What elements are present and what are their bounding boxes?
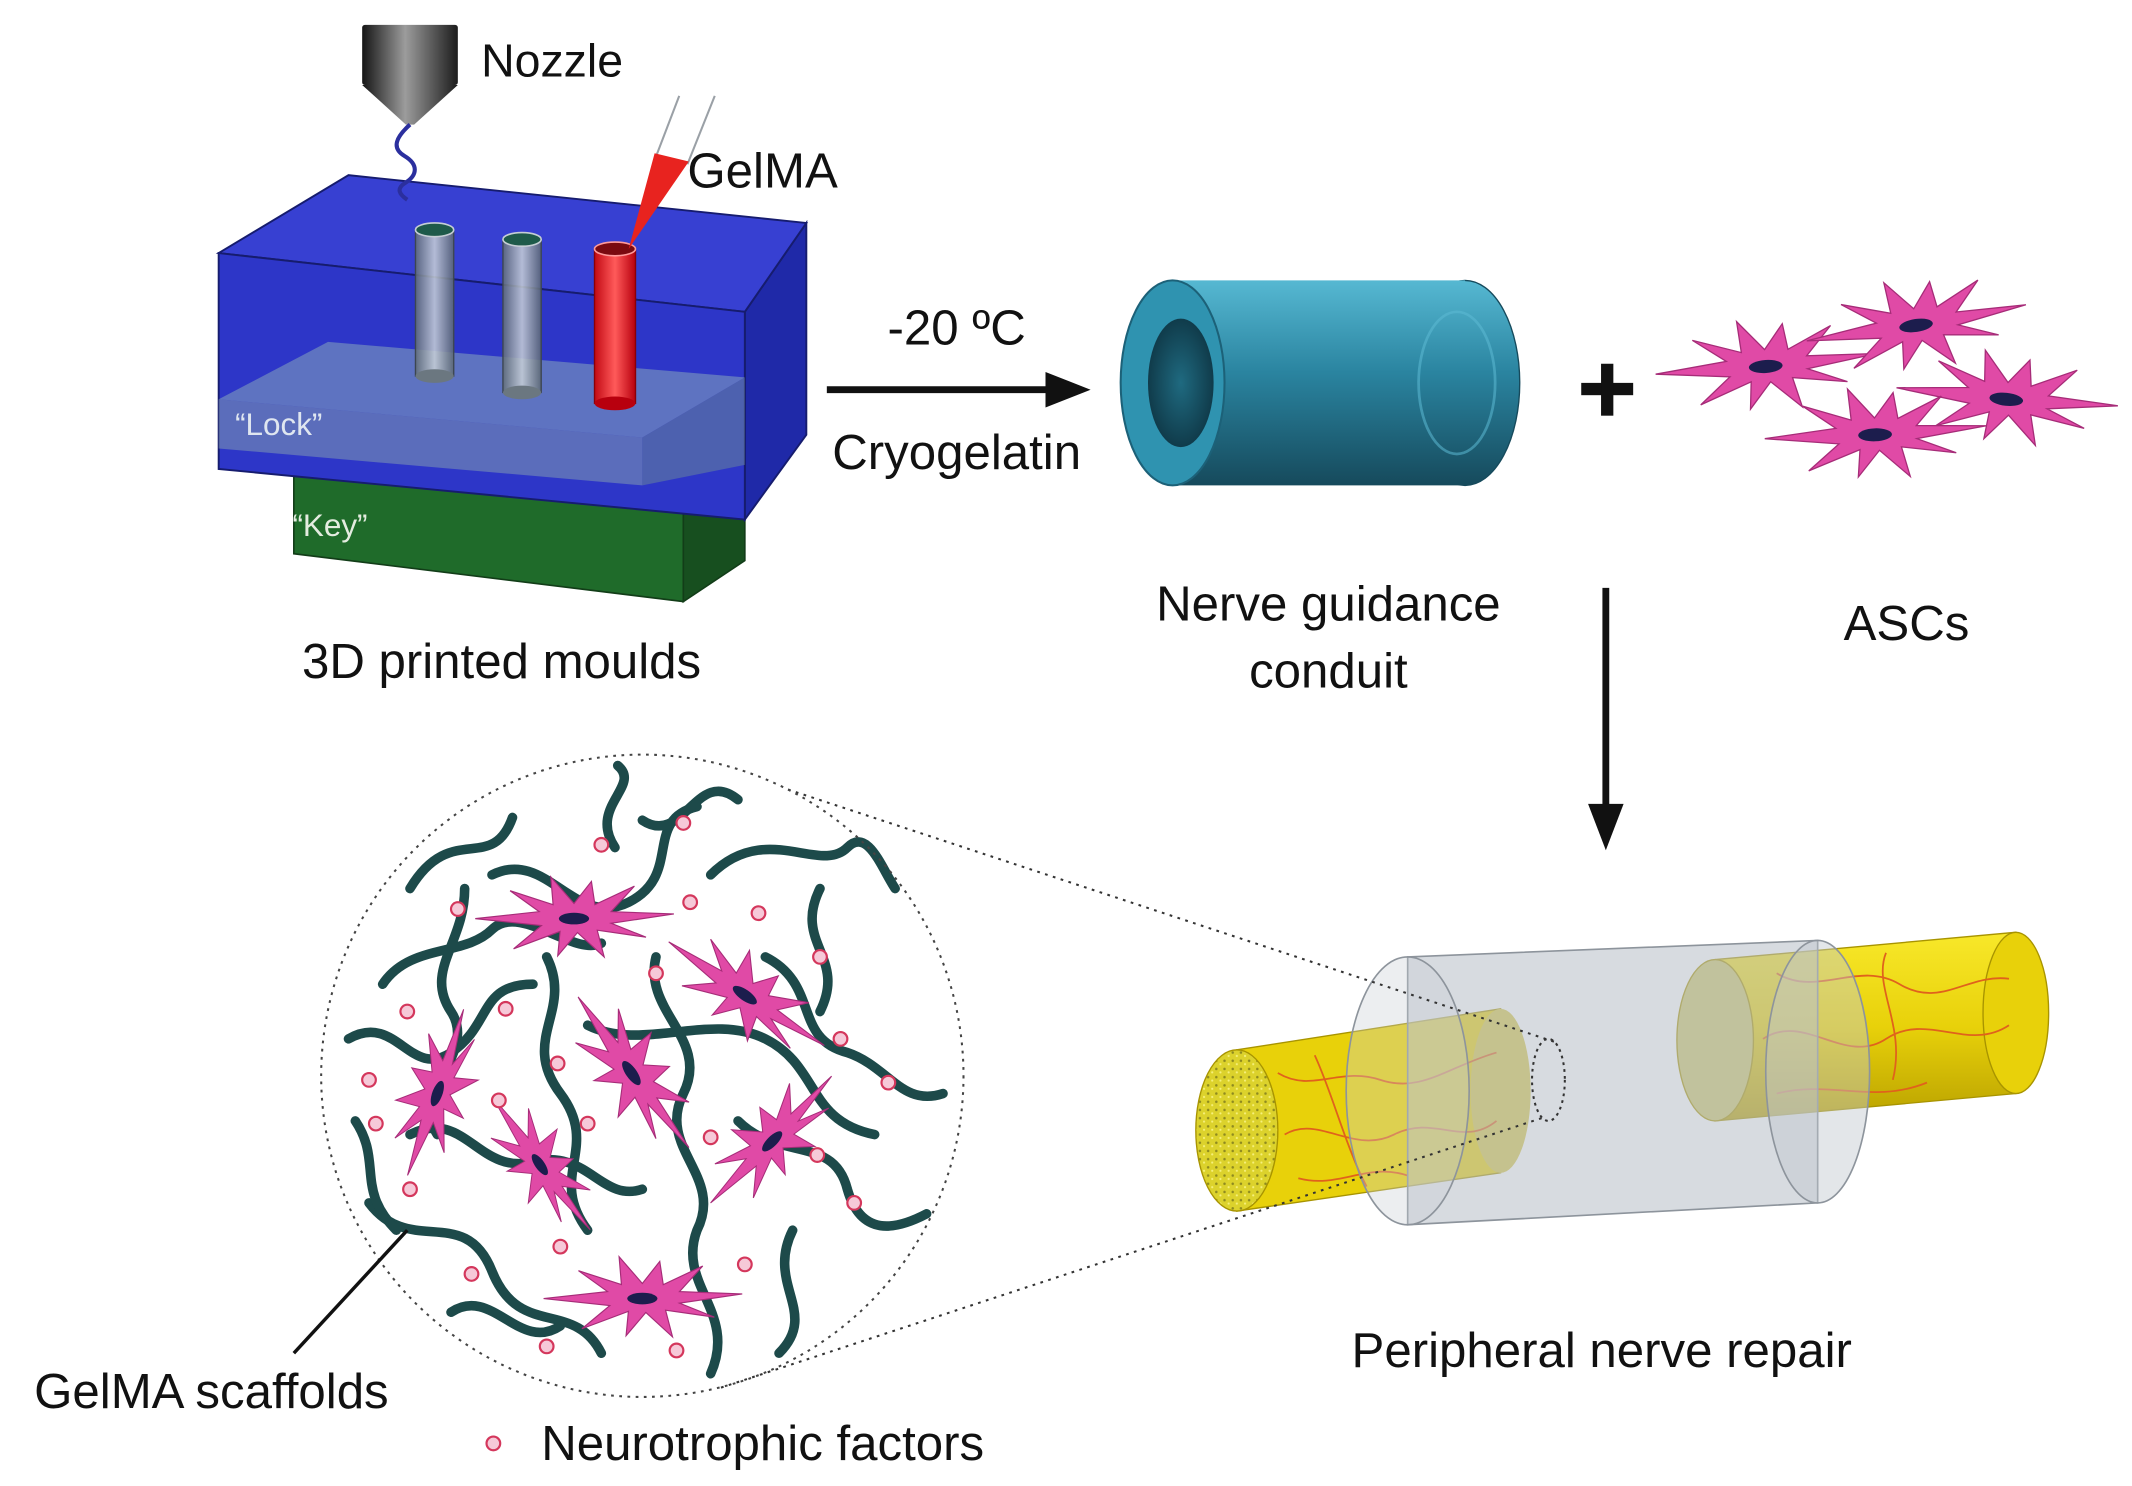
neurotrophic-factor-dot	[832, 1030, 849, 1047]
neurotrophic-factor-dot	[736, 1256, 753, 1273]
scaffold-fibers	[343, 760, 948, 1379]
neurotrophic-factor-dot	[682, 894, 699, 911]
neurotrophic-factor-dot	[812, 948, 828, 965]
conduit-inner-rim	[1417, 310, 1497, 456]
neurotrophic-factor-dot	[846, 1194, 863, 1211]
zoom-lines	[717, 787, 1555, 1390]
gelma-filled-tube	[593, 241, 637, 411]
scaffold-fiber	[446, 1301, 566, 1338]
neurotrophic-factor-dot	[675, 815, 692, 831]
neurotrophic-factor-dot	[750, 905, 767, 922]
down-arrow	[1588, 587, 1624, 851]
scaffold-fiber	[405, 812, 518, 894]
conduit-lumen	[1148, 318, 1214, 448]
nerve-guidance-conduit	[1119, 279, 1521, 487]
lock-slab-front	[218, 399, 643, 486]
3d-printed-mould: “Lock” “Key”	[215, 174, 809, 604]
neurotrophic-factor-dot	[648, 965, 664, 982]
zoom-region-marker	[1531, 1037, 1566, 1122]
scaffold-fiber	[582, 1020, 880, 1140]
magnified-scaffold	[320, 753, 965, 1398]
neurotrophic-factor-dot	[367, 1115, 384, 1132]
scaffold-fiber	[364, 1198, 607, 1358]
neurotrophic-label: Neurotrophic factors	[541, 1416, 984, 1471]
lock-label: “Lock”	[235, 407, 322, 442]
ascs-cells	[1651, 263, 2123, 483]
pipette	[628, 95, 716, 249]
neurotrophic-factor-dot	[538, 1338, 555, 1355]
neurotrophic-factor-dot	[702, 1129, 719, 1146]
mould-tube	[502, 231, 543, 400]
neurotrophic-factor-dot	[579, 1115, 596, 1132]
scaffold-fiber	[760, 952, 948, 1101]
lock-slab	[218, 341, 745, 486]
scaffolds-label: GelMA scaffolds	[34, 1364, 389, 1419]
ascs-label: ASCs	[1844, 596, 1970, 651]
neurotrophic-factor-dot	[593, 836, 610, 853]
implanted-conduit	[1345, 939, 1871, 1226]
nerve-cross-section	[1195, 1049, 1279, 1212]
gelma-label: GelMA	[687, 143, 838, 198]
asc-cell	[1651, 311, 1881, 418]
scaffold-pointer-line	[292, 1229, 409, 1355]
repair-label: Peripheral nerve repair	[1352, 1323, 1852, 1378]
neurotrophic-factor-dot	[497, 1000, 514, 1017]
scaffold-fiber	[350, 1116, 402, 1235]
scaffold-fiber	[487, 801, 702, 913]
pipette-tip	[628, 153, 689, 249]
neurotrophic-factor-dot	[463, 1266, 480, 1282]
conduit-label-line2: conduit	[1249, 644, 1408, 699]
conduit-label-line1: Nerve guidance	[1156, 577, 1501, 632]
neurotrophic-factors	[361, 815, 897, 1359]
scaffold-fiber	[637, 786, 743, 831]
key-label: “Key”	[292, 508, 367, 543]
plus-icon	[1581, 363, 1634, 416]
scaffold-fiber	[705, 837, 900, 894]
extruded-filament	[394, 123, 417, 202]
neurotrophic-factor-dot	[809, 1147, 826, 1163]
neurotrophic-factor-dot	[449, 901, 466, 917]
lock-slab-top	[218, 341, 745, 438]
temperature-label: -20 ºC	[888, 301, 1026, 356]
nozzle	[362, 24, 458, 202]
scaffold-fiber	[774, 1225, 800, 1358]
nozzle-body	[362, 24, 458, 85]
right-arrow	[826, 371, 1091, 408]
neurotrophic-factor-dot	[668, 1342, 685, 1359]
neurotrophic-factor-dot	[490, 1092, 507, 1109]
neurotrophic-factor-dot	[361, 1071, 377, 1088]
cryogelatin-label: Cryogelatin	[832, 425, 1081, 480]
asc-cell	[1799, 263, 2034, 384]
magnification-circle	[320, 753, 965, 1398]
cell	[466, 1077, 616, 1251]
neurotrophic-factor-dot	[402, 1181, 418, 1198]
neurotrophic-factor-dot	[399, 1003, 416, 1020]
neurotrophic-factor-dot	[549, 1055, 566, 1072]
neurotrophic-legend-dot	[485, 1435, 502, 1452]
moulds-label: 3D printed moulds	[302, 634, 701, 689]
lock-slab-side	[642, 377, 745, 486]
nozzle-tip	[362, 84, 458, 125]
neurotrophic-factor-dot	[552, 1238, 569, 1255]
peripheral-nerve-repair	[1195, 931, 2050, 1226]
mould-tube	[414, 222, 455, 383]
scaffold-fiber	[602, 760, 629, 853]
nozzle-label: Nozzle	[481, 35, 623, 87]
neurotrophic-factor-dot	[880, 1074, 897, 1091]
